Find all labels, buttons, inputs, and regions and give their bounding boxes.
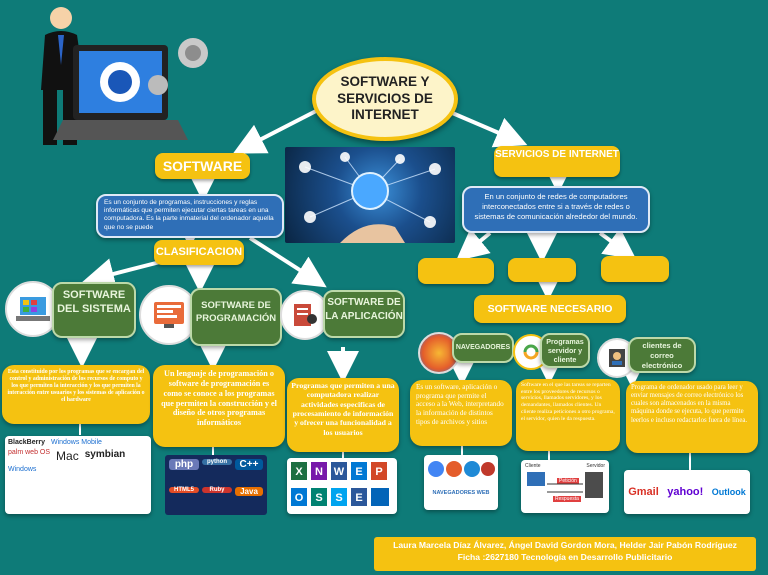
footer-program: Ficha :2627180 Tecnología en Desarrollo … [457, 551, 673, 562]
os-logo: symbian [84, 449, 126, 460]
category-system-description: Esta constituido por los programas que s… [2, 365, 150, 424]
request-label: Petición [557, 478, 579, 484]
category-application-description: Programas que permiten a una computadora… [287, 378, 399, 452]
yahoo-logo: yahoo! [667, 486, 704, 498]
browser-icon [418, 332, 460, 374]
svg-text:N: N [315, 466, 323, 478]
category-title: SOFTWARE DEL SISTEMA [57, 289, 131, 316]
service-browsers-description: Es un software, aplicación o programa qu… [410, 380, 512, 446]
main-title-oval: SOFTWARE Y SERVICIOS DE INTERNET [312, 57, 458, 141]
os-logo: BlackBerry [8, 439, 45, 446]
businessman-laptop-illustration [33, 5, 218, 150]
client-server-diagram: Cliente Servidor Petición Respuesta [521, 460, 609, 513]
os-logo: palm web OS [8, 449, 51, 456]
svg-text:O: O [295, 492, 304, 504]
service-title: NAVEGADORES [455, 344, 511, 351]
category-title: SOFTWARE DE LA APLICACIÓN [325, 297, 403, 322]
os-logo: Mac [56, 449, 79, 463]
internet-definition: En un conjunto de redes de computadores … [474, 192, 638, 221]
internet-sub-label [508, 258, 576, 282]
svg-text:P: P [375, 466, 382, 478]
software-label: SOFTWARE [155, 153, 250, 179]
service-title: Programas servidor y cliente [546, 337, 584, 364]
category-system-box: SOFTWARE DEL SISTEMA [52, 282, 136, 338]
service-browsers-box: NAVEGADORES [452, 333, 514, 363]
main-title: SOFTWARE Y SERVICIOS DE INTERNET [337, 73, 433, 123]
gmail-logo: Gmail [628, 486, 659, 498]
programming-logos-image: php python C++ HTML5 Ruby Java [165, 455, 267, 515]
svg-text:X: X [295, 466, 303, 478]
internet-definition-box: En un conjunto de redes de computadores … [462, 186, 650, 233]
classification-label: CLASIFICACION [154, 240, 244, 265]
os-logo: Windows Mobile [50, 439, 102, 446]
svg-text:S: S [315, 492, 322, 504]
internet-services-label: SERVICIOS DE INTERNET [494, 146, 620, 177]
outlook-logo: Outlook [711, 487, 746, 497]
service-client-server-description: Software en el que las tareas se reparte… [516, 379, 620, 451]
service-title: clientes de correo electrónico [641, 341, 683, 370]
software-definition: Es un conjunto de programas, instruccion… [104, 199, 274, 231]
os-logo: Windows [8, 466, 37, 473]
svg-text:S: S [335, 492, 342, 504]
browsers-image: NAVEGADORES WEB [424, 455, 498, 510]
service-email-box: clientes de correo electrónico [628, 337, 696, 373]
response-label: Respuesta [553, 496, 581, 502]
cpp-logo: C++ [235, 459, 263, 470]
os-logos-image: BlackBerry Windows Mobile palm web OS Ma… [5, 436, 151, 514]
category-programming-description: Un lenguaje de programación o software d… [153, 365, 285, 447]
document-user-icon [280, 290, 330, 340]
java-logo: Java [235, 487, 263, 496]
globe-network-image [285, 147, 455, 243]
html5-logo: HTML5 [169, 487, 199, 493]
service-email-description: Programa de ordenador usado para leer y … [626, 381, 758, 453]
footer-credits: Laura Marcela Díaz Álvarez, Ángel David … [374, 537, 756, 571]
code-screen-icon [139, 285, 199, 345]
service-client-server-box: Programas servidor y cliente [540, 333, 590, 368]
internet-sub-label [601, 256, 669, 282]
footer-authors: Laura Marcela Díaz Álvarez, Ángel David … [393, 540, 737, 550]
internet-sub-label [418, 258, 494, 284]
category-programming-box: SOFTWARE DE PROGRAMACIÓN [190, 288, 282, 346]
software-definition-box: Es un conjunto de programas, instruccion… [96, 194, 284, 238]
office-apps-image: X N W E P O S S E [287, 458, 397, 514]
ruby-logo: Ruby [202, 487, 232, 493]
browsers-caption: NAVEGADORES WEB [432, 490, 490, 496]
category-application-box: SOFTWARE DE LA APLICACIÓN [323, 290, 405, 338]
client-label: Cliente [525, 463, 541, 469]
python-logo: python [202, 459, 232, 465]
php-logo: php [169, 459, 199, 470]
services-label: SOFTWARE NECESARIO [474, 295, 626, 323]
svg-text:E: E [355, 466, 362, 478]
category-title: SOFTWARE DE PROGRAMACIÓN [195, 300, 277, 324]
laptop-icon [5, 281, 61, 337]
svg-text:W: W [334, 466, 345, 478]
svg-text:E: E [355, 492, 362, 504]
server-label: Servidor [586, 463, 605, 469]
email-logos-image: Gmail yahoo! Outlook [624, 470, 750, 514]
